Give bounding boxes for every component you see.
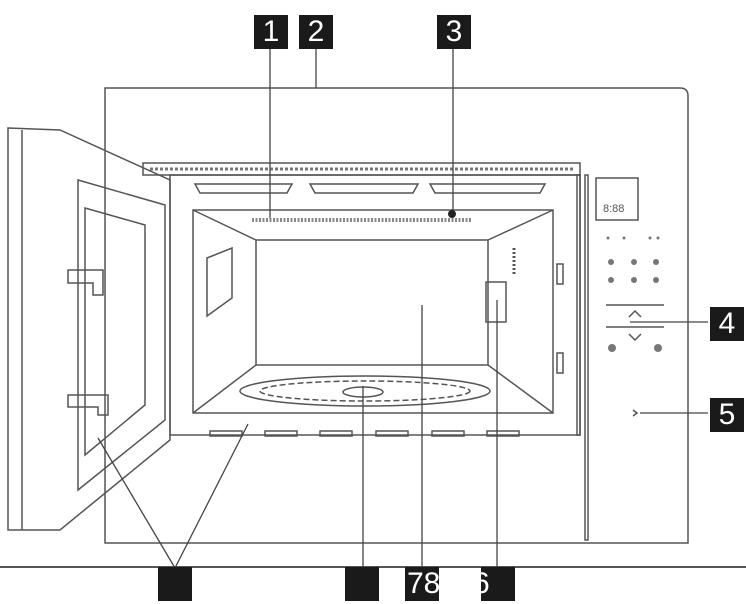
control-panel: 8:88 xyxy=(584,174,664,541)
top-vent-strip xyxy=(142,162,581,194)
callout-5: 5 xyxy=(710,398,744,432)
callout-2: 2 xyxy=(299,15,333,49)
turntable xyxy=(239,375,491,407)
bottom-vent-slots xyxy=(209,430,520,437)
callout-door-latches xyxy=(158,567,192,601)
callout-3: 3 xyxy=(437,15,471,49)
callout-4: 4 xyxy=(710,307,744,341)
oven-cavity xyxy=(192,209,564,414)
callout-1: 1 xyxy=(254,15,288,49)
callout-6: 6 xyxy=(481,567,515,601)
callout-turntable xyxy=(345,567,379,601)
callout-78: 78 xyxy=(405,567,439,601)
svg-text:8:88: 8:88 xyxy=(603,203,624,215)
leader-lines xyxy=(97,47,708,569)
oven-door xyxy=(7,127,171,531)
